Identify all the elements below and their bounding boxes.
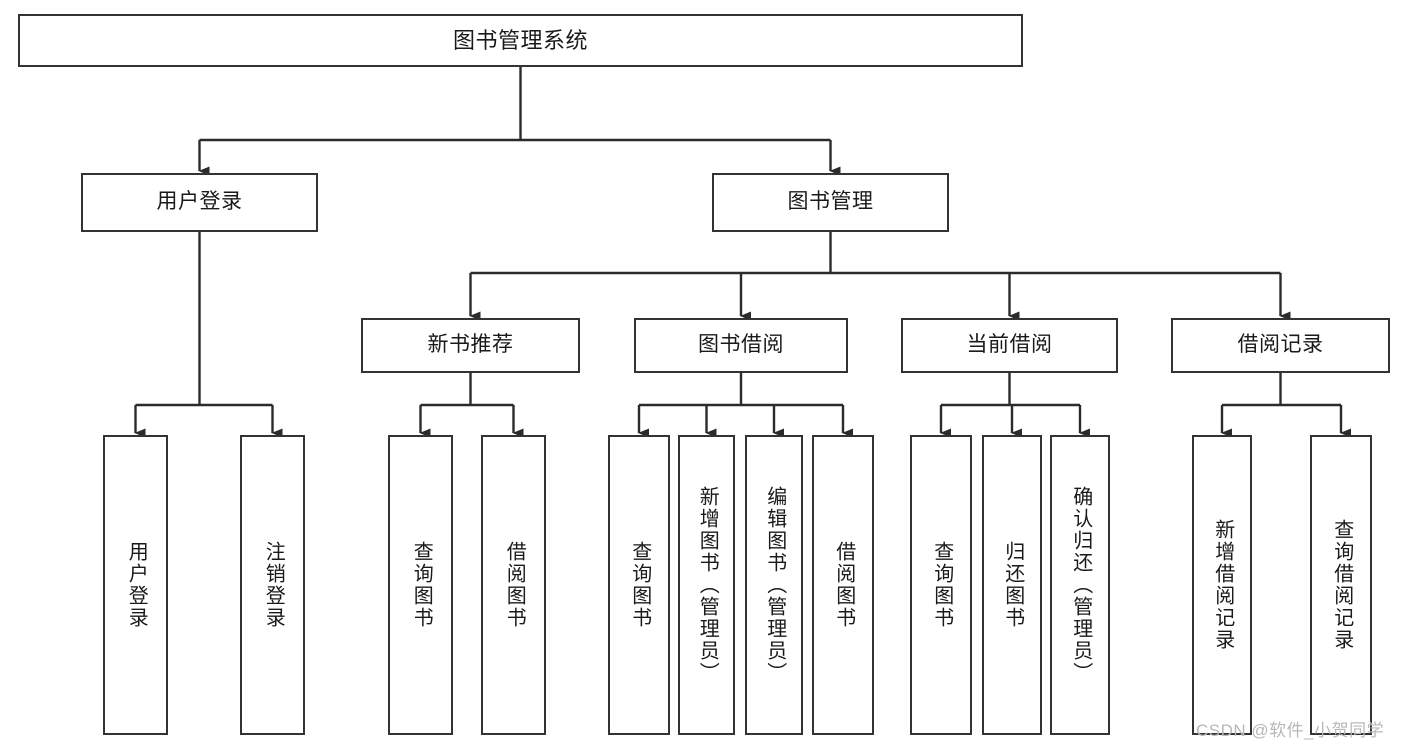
node-leaf-add-book[interactable]: 新增图书（管理员） xyxy=(678,435,735,735)
node-label: 确认归还（管理员） xyxy=(1069,486,1092,684)
node-label: 新增借阅记录 xyxy=(1211,519,1234,651)
node-leaf-logout[interactable]: 注销登录 xyxy=(240,435,305,735)
node-new-book-rec[interactable]: 新书推荐 xyxy=(361,318,580,373)
node-leaf-edit-book[interactable]: 编辑图书（管理员） xyxy=(745,435,803,735)
node-label: 新书推荐 xyxy=(427,333,514,357)
connector-lines xyxy=(134,67,1351,438)
node-leaf-return-book[interactable]: 归还图书 xyxy=(982,435,1042,735)
node-leaf-user-login[interactable]: 用户登录 xyxy=(103,435,168,735)
node-leaf-query-book-1[interactable]: 查询图书 xyxy=(388,435,453,735)
node-label: 查询图书 xyxy=(628,541,651,629)
node-leaf-query-record[interactable]: 查询借阅记录 xyxy=(1310,435,1372,735)
node-label: 查询借阅记录 xyxy=(1330,519,1353,651)
node-book-manage[interactable]: 图书管理 xyxy=(712,173,949,232)
node-label: 新增图书（管理员） xyxy=(696,486,719,684)
node-label: 图书管理 xyxy=(787,190,874,214)
node-label: 图书借阅 xyxy=(698,333,784,357)
node-leaf-query-book-2[interactable]: 查询图书 xyxy=(608,435,670,735)
node-label: 借阅记录 xyxy=(1237,333,1324,357)
node-leaf-borrow-book-2[interactable]: 借阅图书 xyxy=(812,435,874,735)
node-label: 用户登录 xyxy=(125,541,148,629)
node-leaf-add-record[interactable]: 新增借阅记录 xyxy=(1192,435,1252,735)
node-label: 查询图书 xyxy=(930,541,953,629)
node-label: 注销登录 xyxy=(262,541,285,629)
node-label: 编辑图书（管理员） xyxy=(763,486,786,684)
node-book-borrow[interactable]: 图书借阅 xyxy=(634,318,848,373)
node-label: 借阅图书 xyxy=(832,541,855,629)
node-label: 归还图书 xyxy=(1001,541,1024,629)
node-label: 图书管理系统 xyxy=(452,27,588,53)
node-leaf-confirm-return[interactable]: 确认归还（管理员） xyxy=(1050,435,1110,735)
node-leaf-borrow-book-1[interactable]: 借阅图书 xyxy=(481,435,546,735)
node-label: 借阅图书 xyxy=(503,541,526,629)
node-label: 用户登录 xyxy=(156,190,243,214)
node-borrow-record[interactable]: 借阅记录 xyxy=(1171,318,1390,373)
node-current-borrow[interactable]: 当前借阅 xyxy=(901,318,1118,373)
node-leaf-query-book-3[interactable]: 查询图书 xyxy=(910,435,972,735)
node-user-login[interactable]: 用户登录 xyxy=(81,173,318,232)
node-label: 当前借阅 xyxy=(966,333,1053,357)
node-label: 查询图书 xyxy=(410,541,433,629)
node-root[interactable]: 图书管理系统 xyxy=(18,14,1023,67)
